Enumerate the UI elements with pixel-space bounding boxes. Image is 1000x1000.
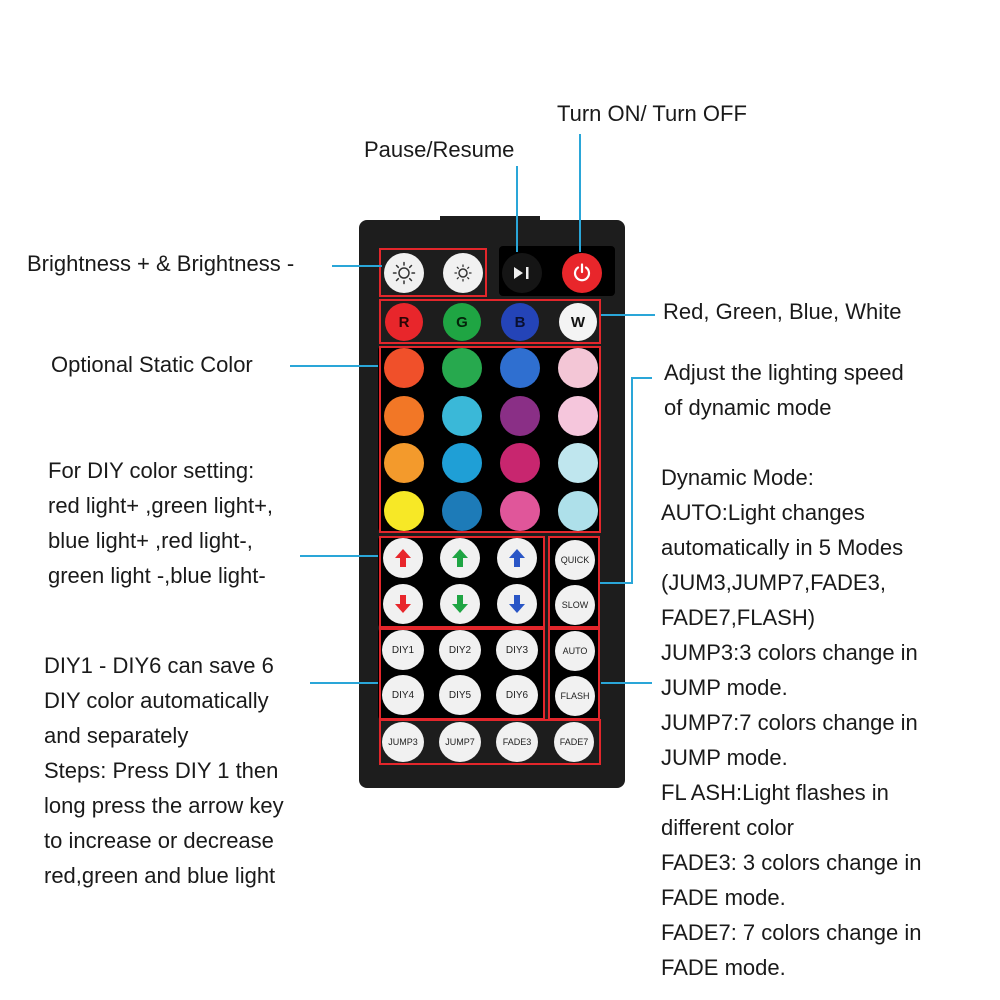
- arrow-down-icon: [509, 595, 525, 613]
- arrow-down-icon: [395, 595, 411, 613]
- dynamic-mode-label-block: Dynamic Mode: AUTO:Light changes automat…: [661, 460, 921, 985]
- static-color-button[interactable]: [500, 348, 540, 388]
- static-color-button[interactable]: [500, 443, 540, 483]
- dynamic-mode-line: Dynamic Mode:: [661, 465, 814, 490]
- diy-save-line: DIY color automatically: [44, 688, 269, 713]
- diy-setting-line: red light+ ,green light+,: [48, 493, 274, 518]
- dynamic-mode-line: FADE7,FLASH): [661, 605, 816, 630]
- dynamic-mode-line: FADE mode.: [661, 955, 786, 980]
- dynamic-mode-line: different color: [661, 815, 794, 840]
- sun-down-icon: [454, 264, 472, 282]
- static-color-button[interactable]: [558, 348, 598, 388]
- static-color-button[interactable]: [442, 443, 482, 483]
- diy-setting-line: blue light+ ,red light-,: [48, 528, 253, 553]
- speed-label-line: of dynamic mode: [664, 395, 832, 420]
- diy-save-label-block: DIY1 - DIY6 can save 6 DIY color automat…: [44, 648, 284, 893]
- diy-save-line: long press the arrow key: [44, 793, 284, 818]
- turn-on-off-label: Turn ON/ Turn OFF: [557, 101, 747, 126]
- diy-setting-line: For DIY color setting:: [48, 458, 255, 483]
- diy-save-line: to increase or decrease: [44, 828, 274, 853]
- brightness-highlight-box: [379, 248, 487, 297]
- brightness-up-button[interactable]: [384, 253, 424, 293]
- red-down-button[interactable]: [383, 584, 423, 624]
- static-color-button[interactable]: [384, 443, 424, 483]
- green-down-button[interactable]: [440, 584, 480, 624]
- speed-label-block: Adjust the lighting speed of dynamic mod…: [664, 355, 904, 425]
- color-grid-highlight-box: [379, 346, 601, 533]
- dynamic-mode-line: FADE mode.: [661, 885, 786, 910]
- static-color-button[interactable]: [558, 491, 598, 531]
- dynamic-mode-line: JUMP mode.: [661, 745, 788, 770]
- static-color-button[interactable]: [442, 348, 482, 388]
- pause-resume-label: Pause/Resume: [364, 137, 515, 162]
- sun-up-icon: [392, 261, 416, 285]
- static-color-label: Optional Static Color: [51, 352, 253, 377]
- dynamic-mode-line: JUMP7:7 colors change in: [661, 710, 918, 735]
- static-color-button[interactable]: [442, 491, 482, 531]
- mode-highlight-box: [548, 628, 600, 720]
- arrow-highlight-box: [379, 536, 545, 628]
- rgbw-highlight-box: [379, 299, 601, 344]
- pause-resume-button[interactable]: [502, 253, 542, 293]
- static-color-button[interactable]: [558, 396, 598, 436]
- arrow-down-icon: [452, 595, 468, 613]
- play-pause-icon: [514, 267, 529, 279]
- static-color-button[interactable]: [500, 396, 540, 436]
- blue-up-button[interactable]: [497, 538, 537, 578]
- arrow-up-icon: [509, 549, 525, 567]
- diy-save-line: and separately: [44, 723, 189, 748]
- static-color-button[interactable]: [384, 348, 424, 388]
- speed-label-line: Adjust the lighting speed: [664, 360, 904, 385]
- brightness-label: Brightness + & Brightness -: [27, 251, 295, 276]
- dynamic-mode-line: JUMP3:3 colors change in: [661, 640, 918, 665]
- dynamic-mode-line: AUTO:Light changes: [661, 500, 865, 525]
- power-icon: [573, 263, 591, 282]
- diy-setting-line: green light -,blue light-: [48, 563, 266, 588]
- speed-highlight-box: [548, 536, 600, 628]
- bottom-row-highlight-box: [379, 719, 601, 765]
- static-color-button[interactable]: [442, 396, 482, 436]
- red-up-button[interactable]: [383, 538, 423, 578]
- dynamic-mode-line: FL ASH:Light flashes in: [661, 780, 889, 805]
- static-color-button[interactable]: [500, 491, 540, 531]
- blue-down-button[interactable]: [497, 584, 537, 624]
- dynamic-mode-line: FADE7: 7 colors change in: [661, 920, 922, 945]
- power-button[interactable]: [562, 253, 602, 293]
- static-color-button[interactable]: [558, 443, 598, 483]
- brightness-down-button[interactable]: [443, 253, 483, 293]
- rgbw-label: Red, Green, Blue, White: [663, 299, 902, 324]
- diy-save-line: Steps: Press DIY 1 then: [44, 758, 279, 783]
- remote-top-notch: [440, 216, 540, 222]
- diy-save-line: red,green and blue light: [44, 863, 276, 888]
- dynamic-mode-line: FADE3: 3 colors change in: [661, 850, 922, 875]
- dynamic-mode-line: JUMP mode.: [661, 675, 788, 700]
- arrow-up-icon: [395, 549, 411, 567]
- green-up-button[interactable]: [440, 538, 480, 578]
- static-color-button[interactable]: [384, 491, 424, 531]
- static-color-button[interactable]: [384, 396, 424, 436]
- dynamic-mode-line: (JUM3,JUMP7,FADE3,: [661, 570, 886, 595]
- diy-save-line: DIY1 - DIY6 can save 6: [44, 653, 274, 678]
- diy-setting-label-block: For DIY color setting: red light+ ,green…: [48, 453, 273, 593]
- diy-highlight-box: [379, 628, 545, 720]
- dynamic-mode-line: automatically in 5 Modes: [661, 535, 904, 560]
- arrow-up-icon: [452, 549, 468, 567]
